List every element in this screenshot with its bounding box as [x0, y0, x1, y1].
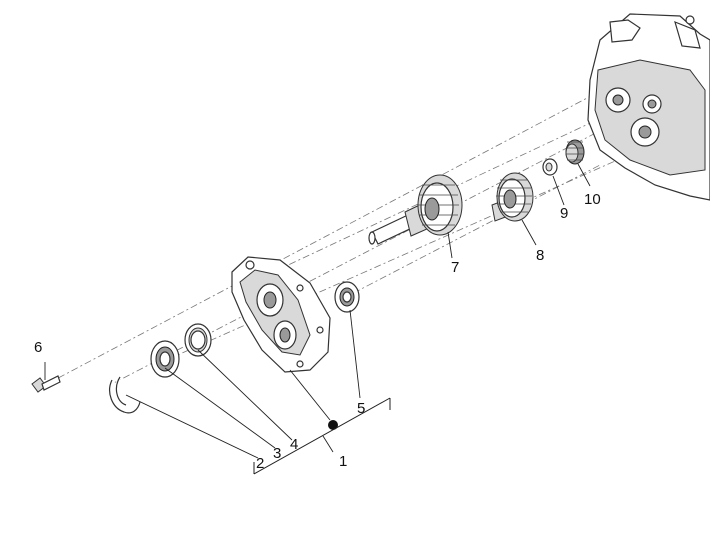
nut-9: [542, 158, 558, 176]
callout-6: 6: [34, 339, 42, 356]
callout-8: 8: [536, 247, 544, 264]
leader-lines: [44, 163, 591, 459]
screw-6: [31, 375, 61, 393]
callout-4: 4: [290, 436, 298, 453]
bearing-3: [150, 340, 180, 378]
crankcase-housing: [587, 13, 710, 201]
circlip-2: [109, 376, 141, 414]
callout-1: 1: [339, 453, 347, 470]
callout-7: 7: [451, 259, 459, 276]
group-bracket: [253, 397, 391, 475]
gear-shaft-8: [491, 172, 534, 222]
main-shaft-7: [368, 174, 463, 245]
seal-ring-4: [184, 323, 212, 357]
assembly-axes: [44, 69, 651, 386]
bearing-5: [334, 281, 360, 313]
pinion-gear-10: [565, 139, 585, 165]
callout-3: 3: [273, 445, 281, 462]
callout-10: 10: [584, 191, 601, 208]
marker-dot: [328, 420, 338, 430]
callout-9: 9: [560, 205, 568, 222]
callout-5: 5: [357, 400, 365, 417]
gearbox-cover-1: [231, 256, 331, 373]
callout-2: 2: [256, 455, 264, 472]
bracket-tick: [322, 435, 334, 453]
